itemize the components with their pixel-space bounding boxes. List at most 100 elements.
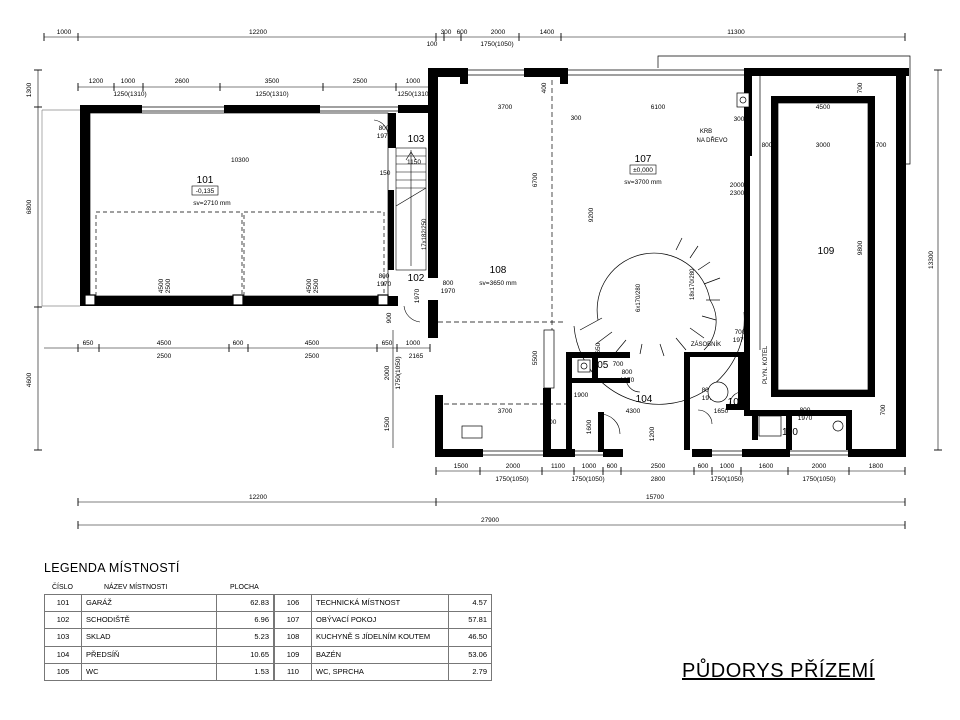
table-row: 105 WC 1.53 <box>44 662 274 681</box>
legend-cell: WC, SPRCHA <box>311 662 449 681</box>
dim-text: 1800 <box>869 463 884 470</box>
legend-cell: OBÝVACÍ POKOJ <box>311 611 449 630</box>
dimension-ticks <box>34 33 942 529</box>
legend-cell: 108 <box>274 628 312 647</box>
room-labels: 101 -0,135 sv=2710 mm 103 102 108 sv=365… <box>191 129 835 438</box>
legend-cell: 106 <box>274 593 312 613</box>
legend-cell: KUCHYNĚ S JÍDELNÍM KOUTEM <box>311 628 449 647</box>
legend-cell: WC <box>81 662 217 681</box>
thin-lines <box>41 55 911 456</box>
legend-cell: 5.23 <box>216 628 274 647</box>
dim-text: 11300 <box>727 29 745 36</box>
dim-text: 700 <box>876 142 887 149</box>
dim-text: 4600 <box>26 372 33 387</box>
dim-text: 12200 <box>249 494 267 501</box>
legend-cell: SKLAD <box>81 628 217 647</box>
fixtures <box>461 92 844 439</box>
legend-cell: 53.06 <box>448 645 492 664</box>
dim-text: 1650 <box>714 408 729 415</box>
dim-text: 4500 <box>158 278 165 293</box>
dim-text: 2000 <box>491 29 506 36</box>
dim-text: 800 <box>762 142 773 149</box>
room-101-number: 101 <box>197 175 214 186</box>
dim-text: 700 <box>735 329 746 336</box>
dim-text: 1400 <box>540 29 555 36</box>
dim-text: 1300 <box>26 82 33 97</box>
table-row: 106 TECHNICKÁ MÍSTNOST 4.57 <box>274 593 492 613</box>
note-stair-a: 6x170/280 <box>636 283 642 312</box>
dim-text: 2800 <box>651 476 666 483</box>
plan-title: PŮDORYS PŘÍZEMÍ <box>682 660 875 682</box>
dim-text: 2500 <box>157 353 172 360</box>
dim-text: 650 <box>83 340 94 347</box>
table-row: 110 WC, SPRCHA 2.79 <box>274 662 492 681</box>
room-101-height: sv=2710 mm <box>193 200 230 207</box>
legend-table-left: 101 GARÁŽ 62.83 102 SCHODIŠTĚ 6.96 103 S… <box>44 593 274 681</box>
room-106-number: 106 <box>728 397 745 408</box>
dim-text: 2000 <box>506 463 521 470</box>
legend-cell: PŘEDSÍŇ <box>81 645 217 664</box>
dim-text: 1600 <box>759 463 774 470</box>
dim-text: 1750(1050) <box>495 476 528 483</box>
legend-cell: TECHNICKÁ MÍSTNOST <box>311 593 449 613</box>
dim-text: 600 <box>607 463 618 470</box>
dim-text: 1900 <box>574 392 589 399</box>
dim-text: 1150 <box>407 159 421 166</box>
dim-text: 1750(1050) <box>710 476 743 483</box>
legend-cell: GARÁŽ <box>81 593 217 613</box>
legend-cell: 1.53 <box>216 662 274 681</box>
spiral-stair <box>573 237 745 405</box>
legend-col-number: ČÍSLO <box>52 584 74 591</box>
dim-text: 5500 <box>532 350 539 365</box>
dim-text: 600 <box>457 29 468 36</box>
dim-text: 4500 <box>816 104 831 111</box>
dimension-texts: 1000 12200 300 600 2000 1400 11300 100 1… <box>26 29 935 524</box>
table-row: 107 OBÝVACÍ POKOJ 57.81 <box>274 611 492 630</box>
legend-cell: BAZÉN <box>311 645 449 664</box>
room-102-number: 102 <box>408 273 425 284</box>
dim-text: 1250(1310) <box>113 91 146 98</box>
dim-text: 2000 <box>730 182 745 189</box>
dim-text: 4300 <box>626 408 641 415</box>
dim-text: 1970 <box>377 133 392 140</box>
dim-text: 1970 <box>702 395 717 402</box>
dim-text: 100 <box>427 41 438 48</box>
dim-text: 900 <box>386 312 393 323</box>
dim-text: 1100 <box>551 463 565 470</box>
room-107-level-box <box>629 164 657 175</box>
legend-col-area: PLOCHA <box>230 584 259 591</box>
dim-text: 1750(1050) <box>571 476 604 483</box>
room-108-number: 108 <box>490 265 507 276</box>
legend-cell: 57.81 <box>448 611 492 630</box>
legend-cell: 109 <box>274 645 312 664</box>
dim-text: 600 <box>233 340 244 347</box>
dim-text: 2500 <box>353 78 368 85</box>
dim-text: 3500 <box>265 78 280 85</box>
room-107-height: sv=3700 mm <box>624 179 661 186</box>
note-tank: ZÁSOBNÍK <box>691 341 721 348</box>
room-109-number: 109 <box>818 246 835 257</box>
dim-text: 1000 <box>582 463 597 470</box>
dim-text: 700 <box>880 404 887 415</box>
dim-text: 800 <box>622 369 633 376</box>
dim-text: 2500 <box>305 353 320 360</box>
room-101-level-box <box>191 185 219 196</box>
dim-text: 2000 <box>812 463 827 470</box>
note-stair-b: 18x170/280 <box>690 268 696 300</box>
dim-text: 10300 <box>231 157 249 164</box>
legend-cell: 10.65 <box>216 645 274 664</box>
legend-cell: 107 <box>274 611 312 630</box>
room-107-number: 107 <box>635 154 652 165</box>
room-107-level: ±0,000 <box>633 167 653 174</box>
dim-text: 1200 <box>649 426 656 441</box>
dim-text: 15700 <box>646 494 664 501</box>
dim-text: 300 <box>441 29 452 36</box>
note-stair-103: 17x182/250 <box>422 218 428 250</box>
table-row: 108 KUCHYNĚ S JÍDELNÍM KOUTEM 46.50 <box>274 628 492 647</box>
legend-cell: 104 <box>44 645 82 664</box>
dim-text: 800 <box>379 125 390 132</box>
dim-text: 1000 <box>57 29 72 36</box>
dim-text: 700 <box>613 361 624 368</box>
dim-text: 1250(1310) <box>255 91 288 98</box>
dim-text: 1000 <box>406 340 421 347</box>
